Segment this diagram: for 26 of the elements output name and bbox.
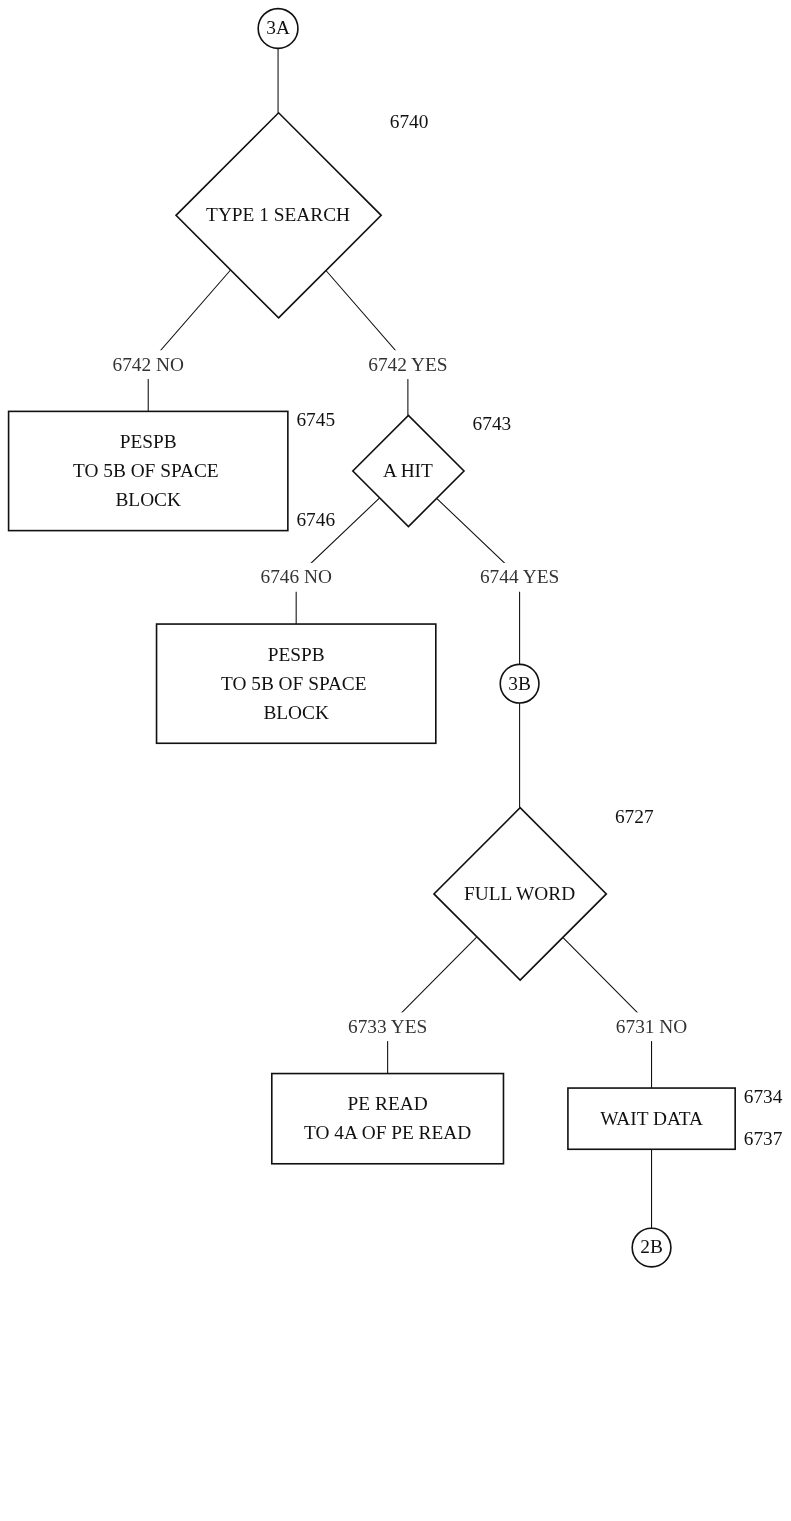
- edge-label: 6742 YES: [368, 353, 448, 375]
- node-box: PESPB TO 5B OF SPACE BLOCK: [155, 623, 437, 745]
- node-circle: 2B: [631, 1227, 672, 1268]
- step-number: 6737: [743, 1128, 783, 1149]
- edge-label: 6746 NO: [260, 566, 332, 588]
- node-circle: 3A: [257, 7, 299, 50]
- node-diamond: FULL WORD: [432, 806, 608, 982]
- step-number: 6740: [389, 110, 429, 132]
- connector: [277, 47, 279, 114]
- node-circle: 3B: [499, 663, 540, 704]
- connector: [651, 1148, 653, 1229]
- step-number: 6746: [296, 509, 336, 531]
- edge-label: 6731 NO: [615, 1015, 688, 1038]
- edge-label: 6733 YES: [347, 1015, 428, 1038]
- step-number: 6745: [296, 409, 336, 431]
- connector: [519, 702, 521, 809]
- step-number: 6743: [472, 413, 512, 435]
- node-diamond: A HIT: [351, 414, 466, 528]
- edge-label: 6744 YES: [479, 566, 560, 588]
- node-box: PESPB TO 5B OF SPACE BLOCK: [7, 410, 289, 532]
- node-diamond: TYPE 1 SEARCH: [174, 111, 383, 320]
- node-box: PE READ TO 4A OF PE READ: [271, 1072, 505, 1165]
- step-number: 6727: [614, 805, 654, 827]
- step-number: 6734: [743, 1086, 783, 1108]
- edge-label: 6742 NO: [112, 353, 184, 375]
- node-box: WAIT DATA: [567, 1087, 736, 1151]
